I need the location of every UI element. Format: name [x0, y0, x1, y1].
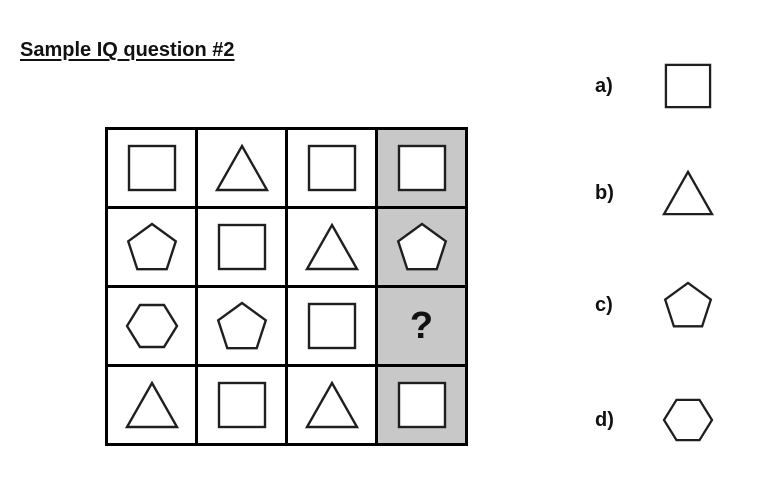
- square-shape: [217, 223, 266, 271]
- grid-cell-r2c2: [198, 209, 285, 285]
- grid-cell-r3c3: [288, 288, 375, 364]
- option-label: b): [595, 181, 614, 204]
- square-shape: [127, 144, 176, 192]
- hexagon-shape: [662, 398, 714, 442]
- square-shape: [397, 144, 446, 192]
- square-shape: [397, 381, 446, 429]
- grid-cell-r3c2: [198, 288, 285, 364]
- grid-cell-r1c4: [378, 130, 465, 206]
- triangle-shape: [304, 222, 359, 271]
- hexagon-shape: [125, 303, 178, 349]
- option-label: c): [595, 293, 613, 316]
- grid-cell-r2c1: [108, 209, 195, 285]
- grid-cell-r4c1: [108, 367, 195, 443]
- pentagon-shape: [126, 222, 177, 271]
- square-shape: [307, 144, 356, 192]
- triangle-shape: [662, 169, 714, 216]
- grid-cell-r1c1: [108, 130, 195, 206]
- pentagon-shape: [663, 281, 713, 328]
- grid-cell-r4c2: [198, 367, 285, 443]
- grid-cell-r4c3: [288, 367, 375, 443]
- pentagon-shape: [216, 301, 267, 350]
- grid-cell-r1c3: [288, 130, 375, 206]
- grid-cell-r4c4: [378, 367, 465, 443]
- answer-option-square[interactable]: a): [595, 61, 745, 111]
- grid-cell-r3c4: ?: [378, 288, 465, 364]
- square-shape: [217, 381, 266, 429]
- grid-cell-r2c4: [378, 209, 465, 285]
- option-label: a): [595, 74, 613, 97]
- triangle-shape: [124, 380, 179, 429]
- grid-cell-r3c1: [108, 288, 195, 364]
- answer-option-triangle[interactable]: b): [595, 168, 745, 218]
- grid-cell-r1c2: [198, 130, 285, 206]
- triangle-shape: [304, 380, 359, 429]
- page-title: Sample IQ question #2: [20, 39, 235, 61]
- square-shape: [664, 63, 712, 109]
- puzzle-grid: ?: [105, 127, 468, 446]
- grid-cell-r2c3: [288, 209, 375, 285]
- answer-option-hexagon[interactable]: d): [595, 395, 745, 445]
- square-shape: [307, 302, 356, 350]
- pentagon-shape: [396, 222, 447, 271]
- answer-option-pentagon[interactable]: c): [595, 280, 745, 330]
- triangle-shape: [214, 143, 269, 192]
- question-mark: ?: [409, 305, 434, 347]
- option-label: d): [595, 408, 614, 431]
